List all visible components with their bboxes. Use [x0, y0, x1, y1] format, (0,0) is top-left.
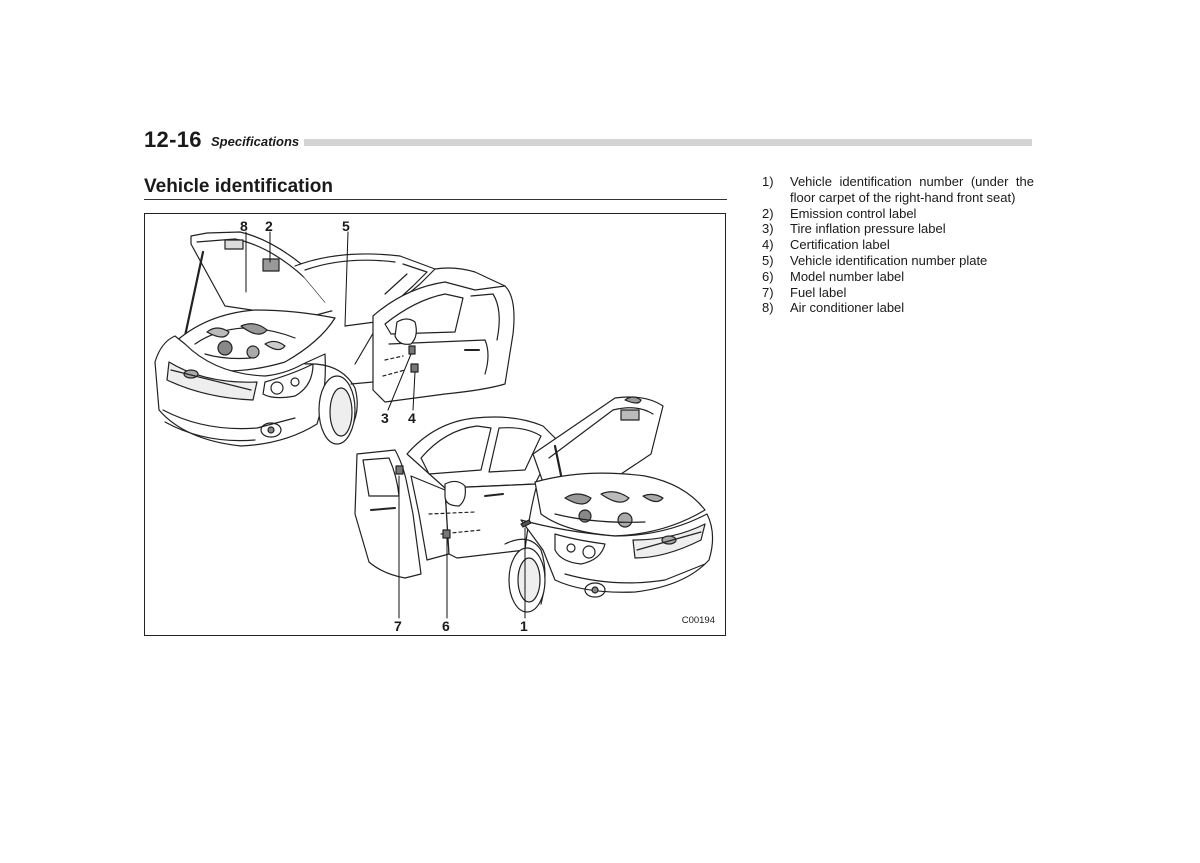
callout-1: 1 [520, 618, 528, 634]
legend-text: Vehicle identification number (under the… [790, 174, 1034, 205]
vehicle-identification-figure: 8 2 5 3 4 7 6 1 C00194 [144, 213, 726, 636]
callout-5: 5 [342, 218, 350, 234]
legend-item: 1) Vehicle identification number (under t… [762, 174, 1034, 206]
legend-item: 7) Fuel label [762, 285, 1034, 301]
legend-number: 5) [762, 252, 774, 268]
page-number: 12-16 [144, 127, 202, 152]
legend-number: 3) [762, 221, 774, 237]
legend-text: Tire inflation pressure label [790, 221, 946, 237]
legend-item: 3) Tire inflation pressure label [762, 221, 1034, 237]
legend-number: 7) [762, 284, 774, 300]
callout-8: 8 [240, 218, 248, 234]
title-rule [144, 199, 727, 200]
legend-number: 6) [762, 268, 774, 284]
section-name: Specifications [211, 134, 300, 149]
callout-leader-lines [245, 231, 526, 619]
legend-number: 4) [762, 237, 774, 253]
legend-text: Emission control label [790, 205, 917, 221]
legend-item: 8) Air conditioner label [762, 300, 1034, 316]
legend-text: Air conditioner label [790, 300, 905, 316]
legend-item: 4) Certification label [762, 237, 1034, 253]
legend-list: 1) Vehicle identification number (under t… [762, 174, 1034, 316]
header-bar [304, 139, 1032, 146]
legend-text: Certification label [790, 237, 890, 253]
lower-car-drawing [354, 396, 714, 613]
legend-item: 5) Vehicle identification number plate [762, 253, 1034, 269]
legend-item: 6) Model number label [762, 269, 1034, 285]
legend-text: Vehicle identification number plate [790, 252, 988, 268]
figure-code: C00194 [681, 615, 715, 626]
callout-7: 7 [394, 618, 402, 634]
car-illustration [154, 231, 714, 619]
page-title: Vehicle identification [144, 176, 333, 197]
legend-number: 1) [762, 174, 774, 189]
legend-text: Model number label [790, 268, 905, 284]
upper-car-drawing [154, 231, 515, 447]
callout-6: 6 [442, 618, 450, 634]
legend-text: Fuel label [790, 284, 847, 300]
legend-number: 2) [762, 205, 774, 221]
legend-item: 2) Emission control label [762, 206, 1034, 222]
callout-3: 3 [381, 410, 389, 426]
callout-4: 4 [408, 410, 416, 426]
callout-2: 2 [265, 218, 273, 234]
legend-number: 8) [762, 300, 774, 316]
